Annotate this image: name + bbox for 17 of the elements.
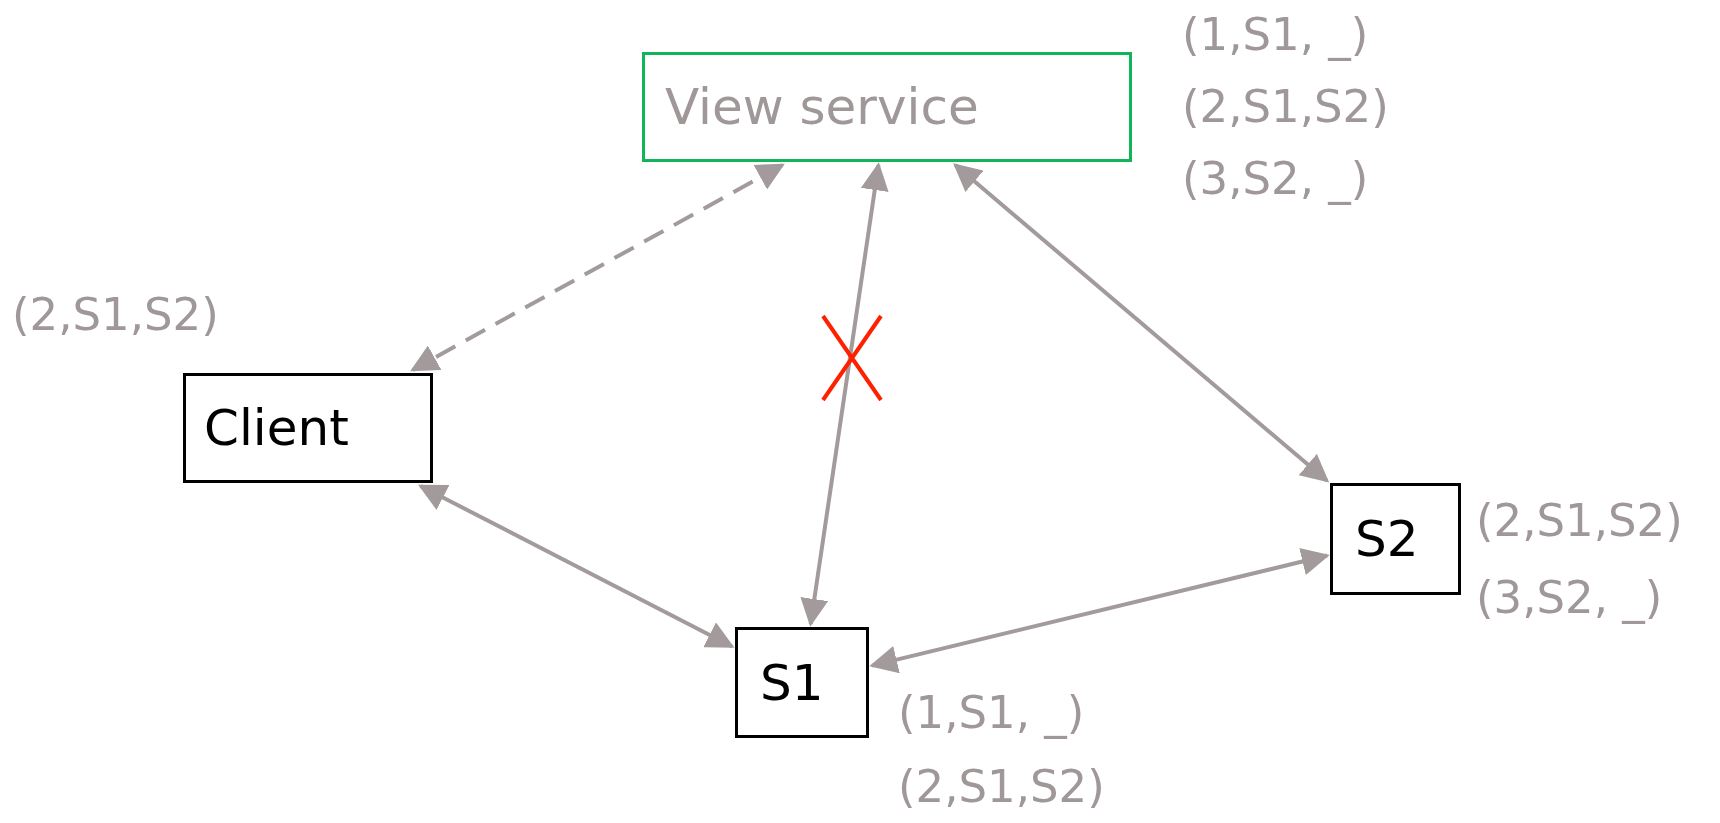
- box-label: S1: [760, 653, 824, 712]
- process-box: [642, 52, 1132, 162]
- arrow: [800, 162, 889, 627]
- box-label: S2: [1355, 510, 1419, 568]
- arrow: [869, 547, 1330, 674]
- process-box: [183, 373, 433, 483]
- arrow: [418, 484, 735, 649]
- state-tuple: (2,S1,S2): [898, 764, 1105, 809]
- process-box: [735, 627, 869, 738]
- state-tuple: (2,S1,S2): [12, 292, 219, 337]
- state-tuple: (2,S1,S2): [1476, 498, 1683, 543]
- box-label: View service: [665, 78, 979, 136]
- box-label: Client: [204, 399, 349, 457]
- arrow: [953, 163, 1330, 483]
- dashed-arrow: [410, 163, 785, 372]
- state-tuple: (2,S1,S2): [1182, 84, 1389, 129]
- process-box: [1330, 483, 1461, 595]
